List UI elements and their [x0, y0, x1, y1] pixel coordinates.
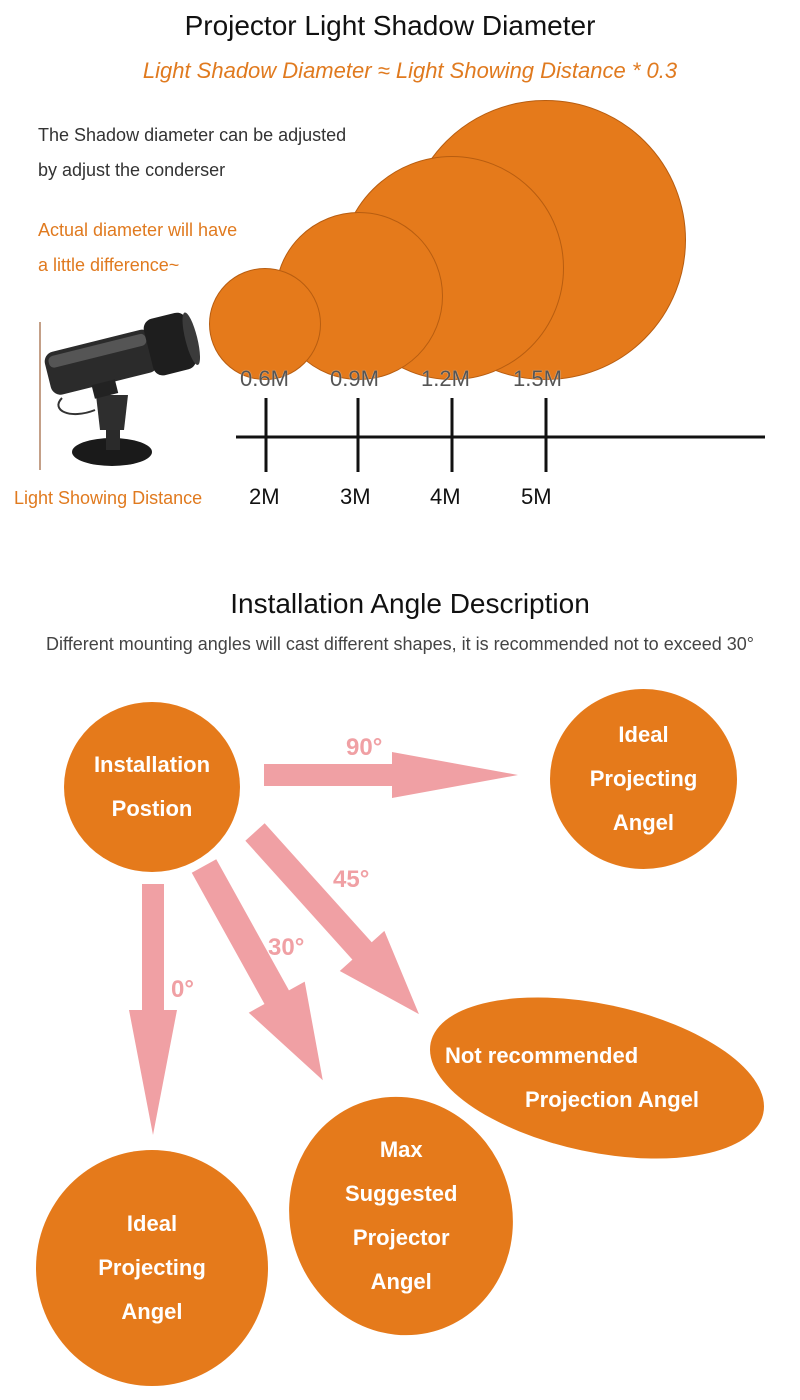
max-suggested-line4: Angel	[370, 1269, 432, 1294]
arrow-0	[129, 884, 177, 1135]
adjust-note-line1: The Shadow diameter can be adjusted	[38, 125, 347, 145]
ideal-right-line3: Angel	[612, 810, 675, 835]
difference-note-line2: a little difference~	[38, 255, 180, 275]
ideal-right-line1: Ideal	[618, 722, 669, 747]
arrow-30	[191, 859, 323, 1081]
section2-title: Installation Angle Description	[230, 588, 590, 619]
ideal-bottom-line2: Projecting	[98, 1255, 206, 1280]
distance-label-2m: 2M	[249, 484, 280, 509]
arrow-45	[245, 823, 419, 1015]
angle-label-45: 45°	[333, 866, 370, 893]
diameter-label-1.2m: 1.2M	[421, 366, 470, 391]
installation-line2: Postion	[111, 796, 193, 821]
shadow-circle-0.6m	[209, 267, 322, 380]
adjust-note: The Shadow diameter can be adjusted by a…	[38, 118, 346, 188]
arrow-90	[264, 752, 518, 798]
difference-note-line1: Actual diameter will have	[38, 220, 238, 240]
diameter-label-0.6m: 0.6M	[240, 366, 289, 391]
ideal-right-line2: Projecting	[589, 766, 698, 791]
diameter-label-0.9m: 0.9M	[330, 366, 379, 391]
ideal-angle-bottom-circle: Ideal Projecting Angel	[36, 1150, 268, 1386]
distance-label-5m: 5M	[521, 484, 552, 509]
ideal-bottom-line1: Ideal	[126, 1211, 178, 1236]
section2-subtitle: Different mounting angles will cast diff…	[46, 634, 754, 654]
diameter-label-1.5m: 1.5M	[513, 366, 562, 391]
installation-line1: Installation	[93, 752, 211, 777]
angle-label-30: 30°	[268, 934, 305, 961]
difference-note: Actual diameter will have a little diffe…	[38, 213, 237, 283]
ideal-bottom-line3: Angel	[121, 1299, 183, 1324]
distance-label-4m: 4M	[430, 484, 461, 509]
adjust-note-line2: by adjust the conderser	[38, 160, 226, 180]
max-suggested-line1: Max	[379, 1137, 423, 1162]
angle-label-90: 90°	[346, 734, 383, 761]
section1-title: Projector Light Shadow Diameter	[184, 10, 596, 41]
max-suggested-line2: Suggested	[344, 1181, 458, 1206]
max-suggested-line3: Projector	[352, 1225, 450, 1250]
not-recommended-line1: Not recommended	[445, 1042, 639, 1068]
distance-label-3m: 3M	[340, 484, 371, 509]
not-recommended-line2: Projection Angel	[525, 1086, 699, 1112]
diameter-formula: Light Shadow Diameter ≈ Light Showing Di…	[142, 58, 678, 83]
angle-label-0: 0°	[171, 976, 194, 1003]
installation-position-circle: Installation Postion	[64, 702, 240, 872]
distance-axis-label: Light Showing Distance	[14, 488, 203, 508]
ideal-angle-right-circle: Ideal Projecting Angel	[550, 689, 737, 869]
